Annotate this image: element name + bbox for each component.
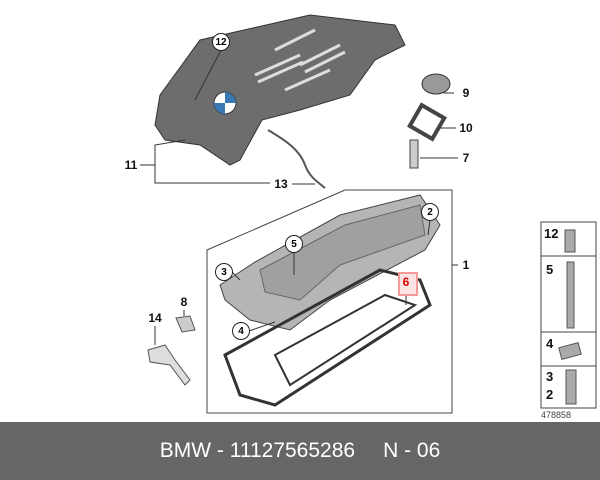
callout-10: 10 <box>459 121 473 135</box>
panel-label-3: 3 <box>546 369 554 384</box>
panel-label-2: 2 <box>546 387 554 402</box>
callout-4: 4 <box>232 322 250 340</box>
callout-12: 12 <box>212 33 230 51</box>
sensor <box>409 139 419 169</box>
hardware-panel <box>540 221 597 409</box>
callout-5: 5 <box>285 235 303 253</box>
callout-8: 8 <box>180 295 188 309</box>
parts-diagram <box>140 14 597 414</box>
footer-bar: BMW - 11127565286 N - 06 <box>0 422 600 480</box>
position-note: N - 06 <box>383 439 441 462</box>
bolt-icon <box>564 229 576 253</box>
catalog-number: 478858 <box>541 410 572 420</box>
stud-icon <box>566 261 575 329</box>
assembly-frame <box>206 189 453 414</box>
oil-cap <box>421 73 451 95</box>
engine-cover <box>154 14 406 166</box>
callout-13: 13 <box>274 177 288 191</box>
nut-clip-icon <box>558 342 582 360</box>
callout-9: 9 <box>462 86 470 100</box>
cover-ribs <box>254 28 346 92</box>
hose <box>267 129 326 189</box>
callout-14: 14 <box>148 311 162 325</box>
callout-7: 7 <box>462 151 470 165</box>
panel-label-5: 5 <box>546 262 554 277</box>
bracket <box>147 344 191 386</box>
callout-2: 2 <box>421 203 439 221</box>
part-number: BMW - 11127565286 <box>159 439 356 462</box>
screw-icon <box>565 369 577 405</box>
panel-label-4: 4 <box>546 336 554 351</box>
oil-seal <box>407 102 447 142</box>
callout-3: 3 <box>215 263 233 281</box>
gasket <box>223 268 432 407</box>
callout-1: 1 <box>462 258 470 272</box>
callout-6-highlighted: 6 <box>402 275 410 289</box>
panel-label-12: 12 <box>544 226 559 241</box>
callout-11: 11 <box>124 158 138 172</box>
clip <box>175 315 196 333</box>
highlight-box <box>398 272 418 296</box>
